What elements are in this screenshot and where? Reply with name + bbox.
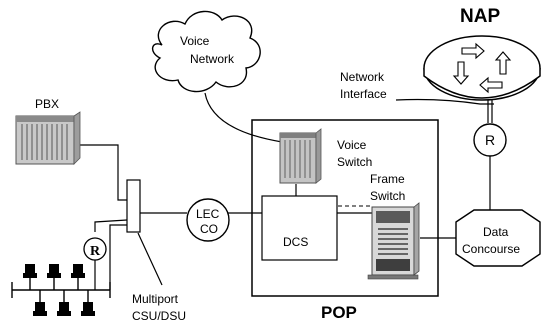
multiport-leader-line [137, 232, 163, 286]
link-voice-network-to-voice-switch [204, 92, 283, 143]
data-concourse-label-line2: Concourse [462, 242, 520, 256]
workstation-icon [33, 302, 47, 316]
voice-network-cloud[interactable]: Voice Network [152, 10, 261, 93]
lec-co-label-line1: LEC [196, 207, 220, 221]
pbx-equipment-icon[interactable] [15, 111, 81, 165]
multiport-label-line2: CSU/DSU [132, 309, 186, 323]
link-csu-to-lan [109, 224, 127, 290]
nap-arrows-icon [452, 42, 512, 94]
frame-switch-label-line2: Switch [370, 189, 405, 203]
nap-router-hub[interactable]: NAP [423, 6, 541, 101]
lan-router-label: R [90, 244, 101, 259]
router-node[interactable]: R [473, 123, 507, 157]
multiport-label-line1: Multiport [132, 292, 179, 306]
link-pbx-to-csu [75, 144, 127, 201]
frame-switch-equipment-icon[interactable] [367, 202, 420, 280]
lec-co-node[interactable]: LEC CO [186, 198, 230, 242]
link-csu-to-small-router [94, 219, 128, 232]
voice-switch-equipment-icon[interactable] [279, 128, 322, 184]
lec-co-label-line2: CO [200, 222, 218, 236]
workstation-icon [23, 264, 37, 278]
frame-switch-label-line1: Frame [370, 172, 405, 186]
workstation-icon [47, 264, 61, 278]
voice-network-label-line2: Network [190, 52, 235, 66]
dcs-box[interactable] [261, 195, 338, 261]
dcs-label: DCS [283, 235, 308, 249]
workstation-icon [81, 302, 95, 316]
workstation-icon [71, 264, 85, 278]
workstation-icons [23, 264, 95, 316]
lan-router-node[interactable]: R [83, 237, 107, 261]
nap-label: NAP [460, 6, 500, 27]
voice-switch-label-line2: Switch [337, 155, 372, 169]
voice-switch-label-line1: Voice [337, 138, 367, 152]
workstation-icon [57, 302, 71, 316]
pbx-label: PBX [35, 97, 59, 111]
data-concourse-label-line1: Data [483, 225, 509, 239]
data-concourse-node[interactable]: Data Concourse [455, 209, 541, 267]
multiport-csu-dsu[interactable] [126, 179, 141, 233]
network-interface-label-line2: Interface [340, 87, 387, 101]
network-interface-label-line1: Network [340, 70, 385, 84]
pop-boundary [251, 119, 439, 297]
lan-segment [11, 278, 111, 302]
router-label: R [485, 132, 495, 148]
voice-network-label-line1: Voice [180, 34, 210, 48]
pop-label: POP [321, 303, 357, 322]
network-interface-line [395, 98, 494, 105]
